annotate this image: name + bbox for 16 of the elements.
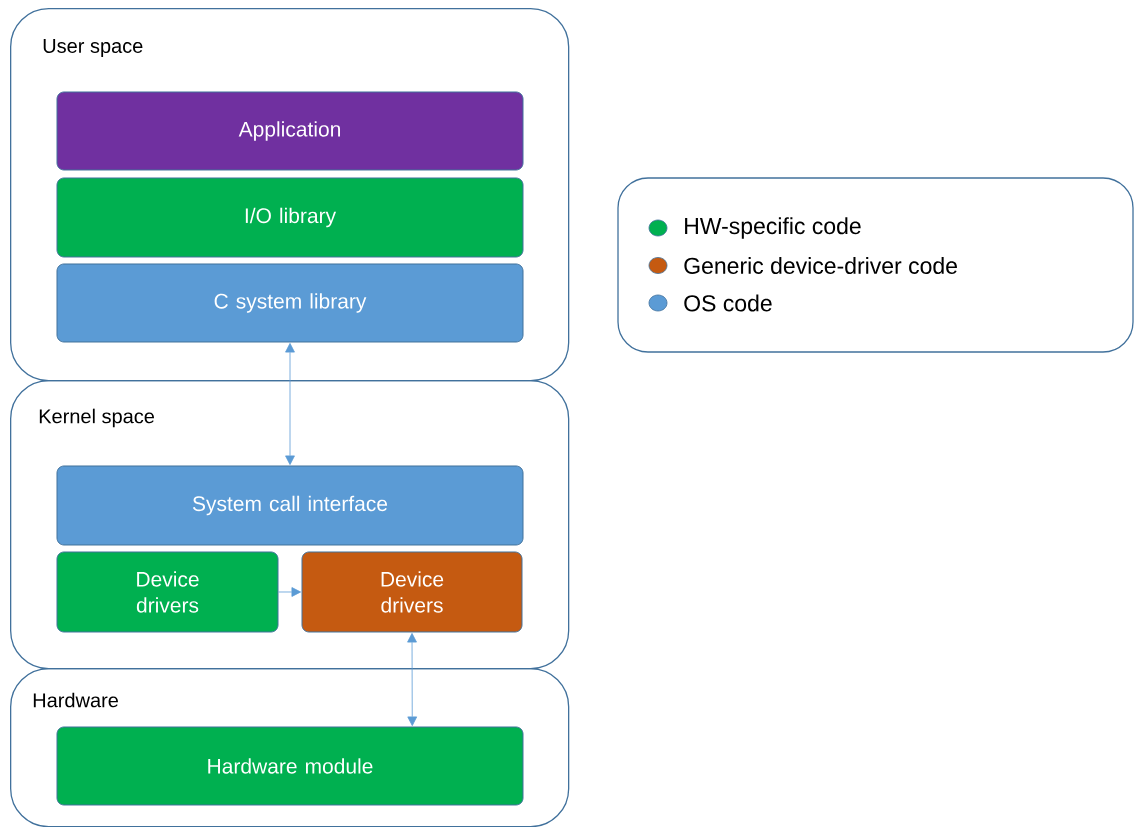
layer-box: Device drivers — [301, 551, 523, 633]
layer-box: System call interface — [56, 465, 524, 546]
legend-label: HW-specific code — [685, 217, 861, 239]
panel-heading: Kernel space — [39, 408, 154, 428]
arrow — [285, 343, 295, 465]
arrow — [407, 633, 418, 726]
arrow — [278, 587, 301, 597]
legend-label: OS code — [684, 294, 772, 312]
layer-box: Application — [56, 91, 524, 171]
panel-heading: User space — [43, 39, 143, 57]
layer-box: I/O library — [56, 177, 524, 258]
layer-box: Device drivers — [56, 551, 279, 633]
legend-label: Generic device-driver code — [684, 257, 957, 274]
panel-heading: Hardware — [33, 692, 118, 708]
layer-box: C system library — [56, 263, 524, 343]
layer-box: Hardware module — [56, 726, 524, 806]
